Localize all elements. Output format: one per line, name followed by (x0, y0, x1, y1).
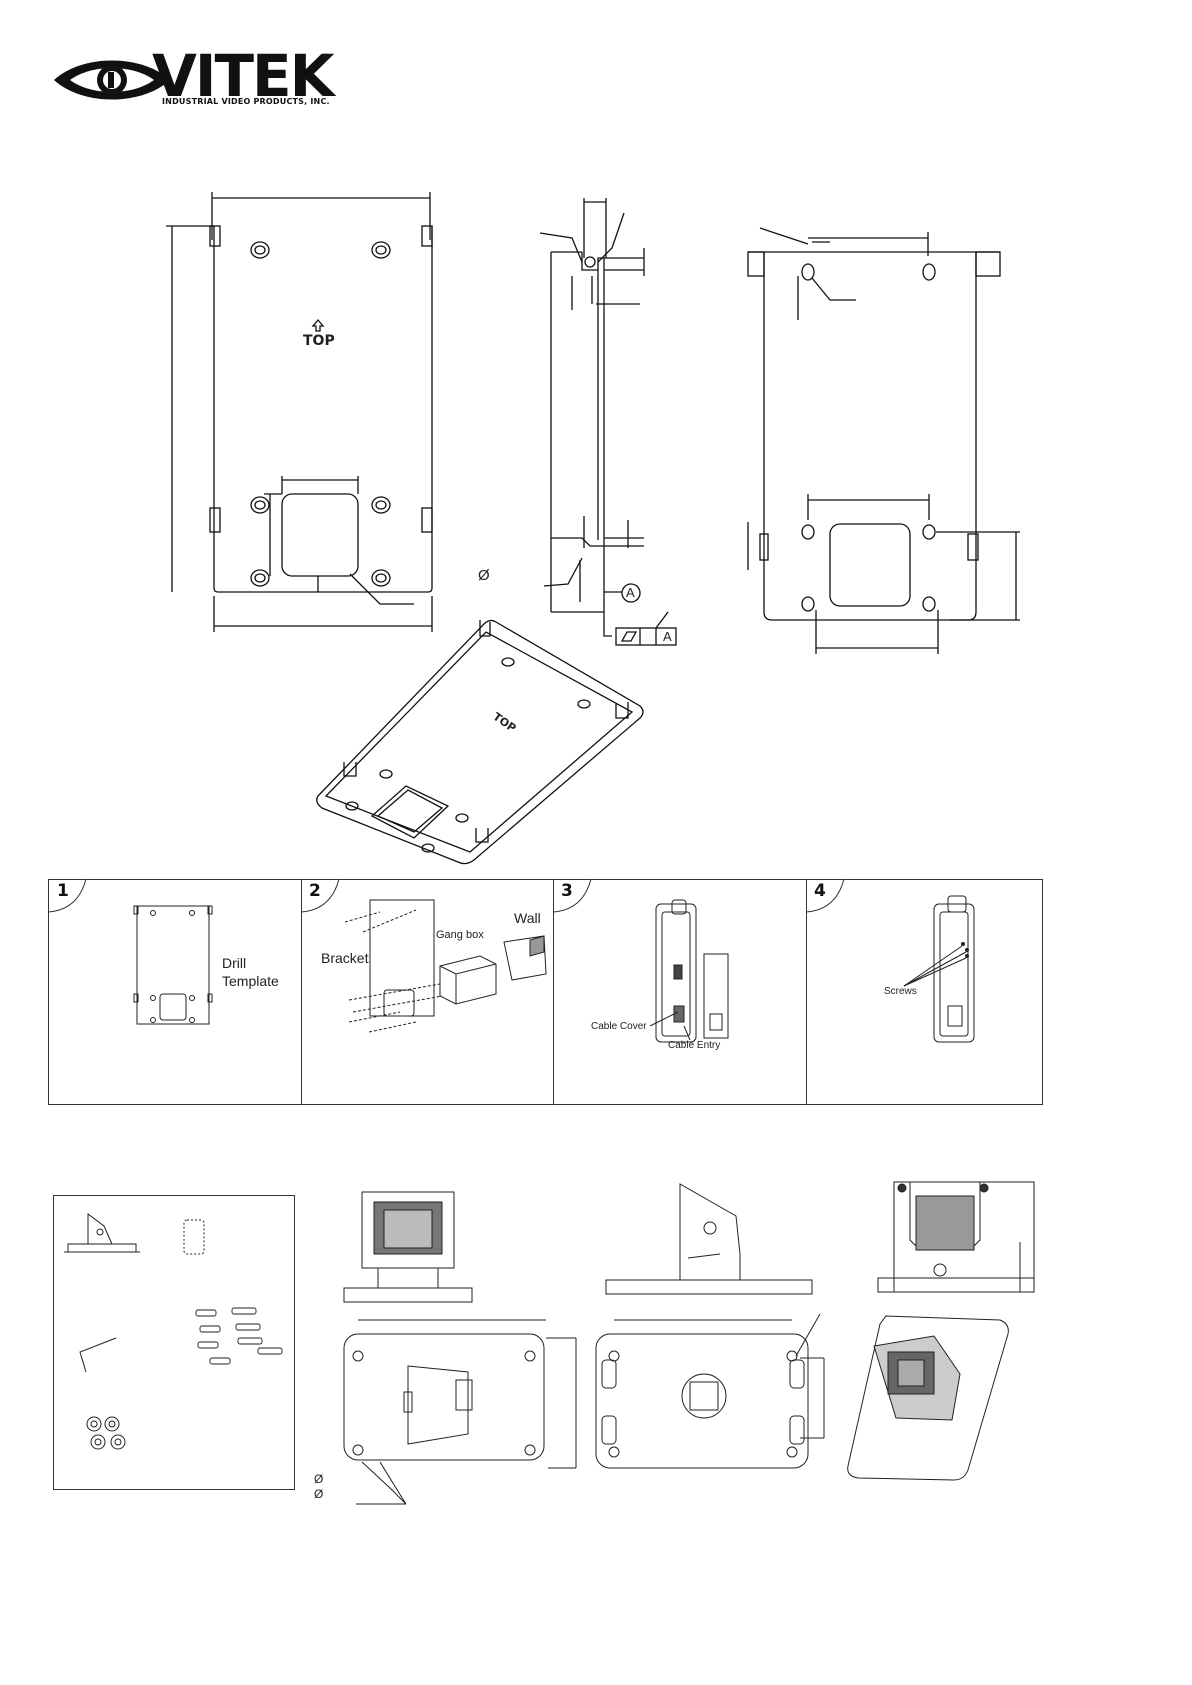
bottom-phi-1: Ø (314, 1472, 323, 1486)
bottom-phi-2: Ø (314, 1487, 323, 1501)
